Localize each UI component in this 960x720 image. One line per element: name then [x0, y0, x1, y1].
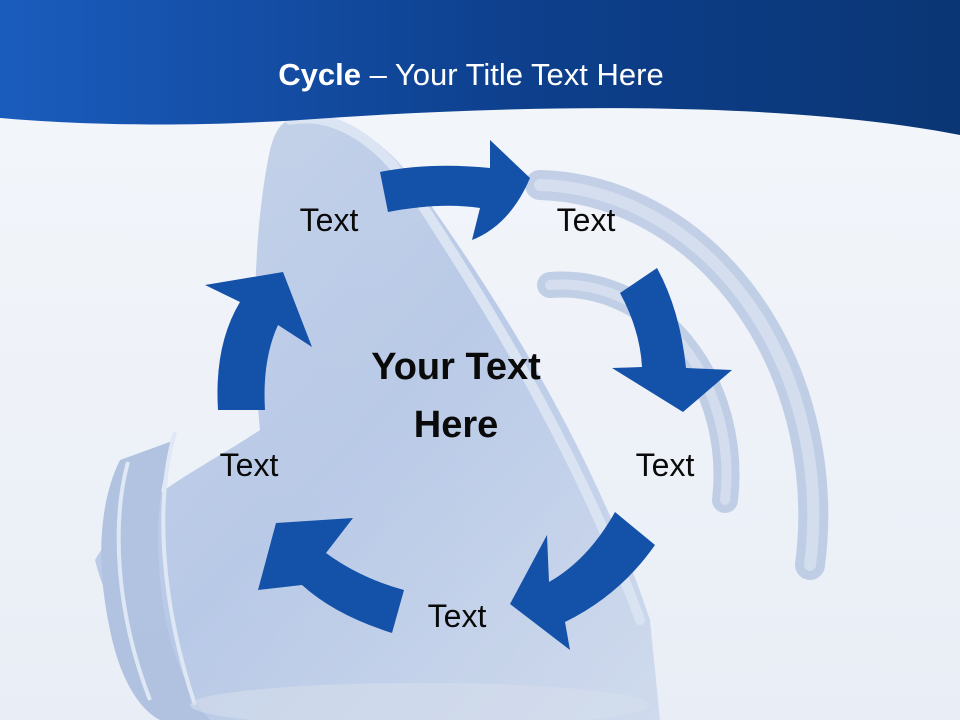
cycle-arrow-1 — [380, 140, 530, 240]
cycle-arrow-4 — [258, 518, 404, 633]
title-rest: – Your Title Text Here — [361, 57, 664, 92]
title-bold: Cycle — [278, 57, 361, 92]
center-text-line-1: Your Text — [371, 346, 541, 388]
cycle-node-label-right: Text — [635, 447, 695, 483]
center-text-line-2: Here — [413, 404, 499, 446]
cycle-arrow-5 — [205, 272, 312, 410]
cycle-node-label-top-left: Text — [299, 202, 359, 238]
cycle-node-label-bottom: Text — [427, 598, 487, 634]
cycle-node-label-left: Text — [219, 447, 279, 483]
cycle-arrow-3 — [510, 512, 655, 650]
slide-title: Cycle – Your Title Text Here — [0, 55, 942, 95]
cycle-arrow-2 — [612, 268, 732, 412]
cycle-node-label-top-right: Text — [556, 202, 616, 238]
speaker-icon — [95, 113, 660, 720]
center-text: Your Text Here — [326, 338, 586, 454]
title-banner — [0, 0, 960, 135]
